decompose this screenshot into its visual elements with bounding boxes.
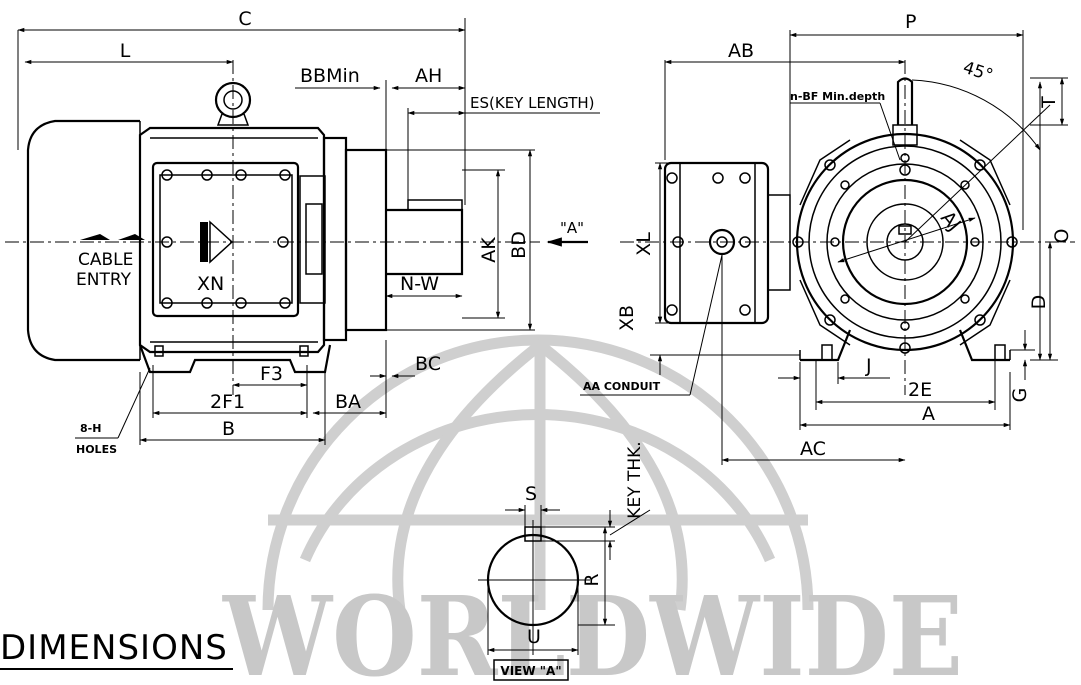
warning-triangle-icon [209, 220, 234, 264]
dim-ah: AH [415, 65, 442, 87]
end-shield [322, 136, 348, 342]
cable-entry-label-1: CABLE [78, 250, 133, 270]
conduit-hole [708, 228, 736, 256]
view-a-label: VIEW "A" [500, 664, 561, 678]
terminal-box [151, 161, 300, 318]
dim-c: C [238, 8, 251, 30]
dim-j: J [865, 355, 872, 377]
watermark-text: WORLDWIDE [222, 572, 963, 685]
end-view: AB P 45° n-BF Min.depth T AJ O XL XB [580, 11, 1075, 465]
dim-aj: AJ [936, 207, 965, 235]
dim-u: U [527, 626, 541, 648]
dim-g: G [1009, 388, 1031, 403]
fan-cover [26, 119, 140, 362]
lifting-eye-end [896, 77, 914, 125]
lifting-eye [214, 81, 252, 126]
dim-2f1: 2F1 [210, 391, 245, 413]
dim-xn: XN [197, 273, 224, 295]
side-view: C L BBMin AH ES(KEY LENGTH) AK BD "A" CA… [5, 8, 600, 456]
dim-bc: BC [415, 353, 441, 375]
dim-ac: AC [800, 438, 826, 460]
dim-o: O [1051, 229, 1073, 244]
dim-f3: F3 [260, 363, 283, 385]
dim-t: T [1038, 96, 1060, 109]
holes-label: HOLES [76, 443, 117, 456]
view-a-marker: "A" [560, 219, 584, 237]
dim-es: ES(KEY LENGTH) [470, 94, 595, 112]
motor-feet [138, 344, 332, 374]
aa-conduit-label: AA CONDUIT [583, 380, 661, 393]
dim-xb: XB [616, 305, 638, 331]
dim-bd: BD [508, 231, 530, 259]
frame-outline [795, 132, 1015, 352]
bf-label: n-BF Min.depth [790, 90, 885, 103]
watermark: WORLDWIDE [222, 334, 963, 685]
dim-r: R [581, 573, 603, 586]
dim-2e: 2E [908, 379, 932, 401]
dim-b: B [222, 418, 235, 440]
cable-entry-label-2: ENTRY [76, 270, 132, 290]
dim-nw: N-W [400, 273, 439, 295]
dim-a: A [922, 403, 935, 425]
angle-label: 45° [960, 58, 995, 86]
motor-frame [138, 126, 326, 354]
dim-ba: BA [335, 391, 361, 413]
dim-ab: AB [728, 40, 754, 62]
title-underline [0, 668, 233, 670]
dim-p: P [905, 11, 916, 33]
dim-d: D [1028, 295, 1050, 310]
dim-s: S [525, 483, 537, 505]
key-thk-label: KEY THK. [625, 441, 645, 518]
dim-bbmin: BBMin [300, 65, 360, 87]
dim-l: L [120, 40, 131, 62]
dim-xl: XL [633, 232, 655, 256]
watermark-globe-icon [262, 334, 814, 611]
dim-ak: AK [478, 237, 500, 263]
key-view: S KEY THK. R U VIEW "A" [478, 441, 651, 681]
page-title: DIMENSIONS [0, 628, 228, 668]
holes-count-label: 8-H [80, 422, 101, 435]
